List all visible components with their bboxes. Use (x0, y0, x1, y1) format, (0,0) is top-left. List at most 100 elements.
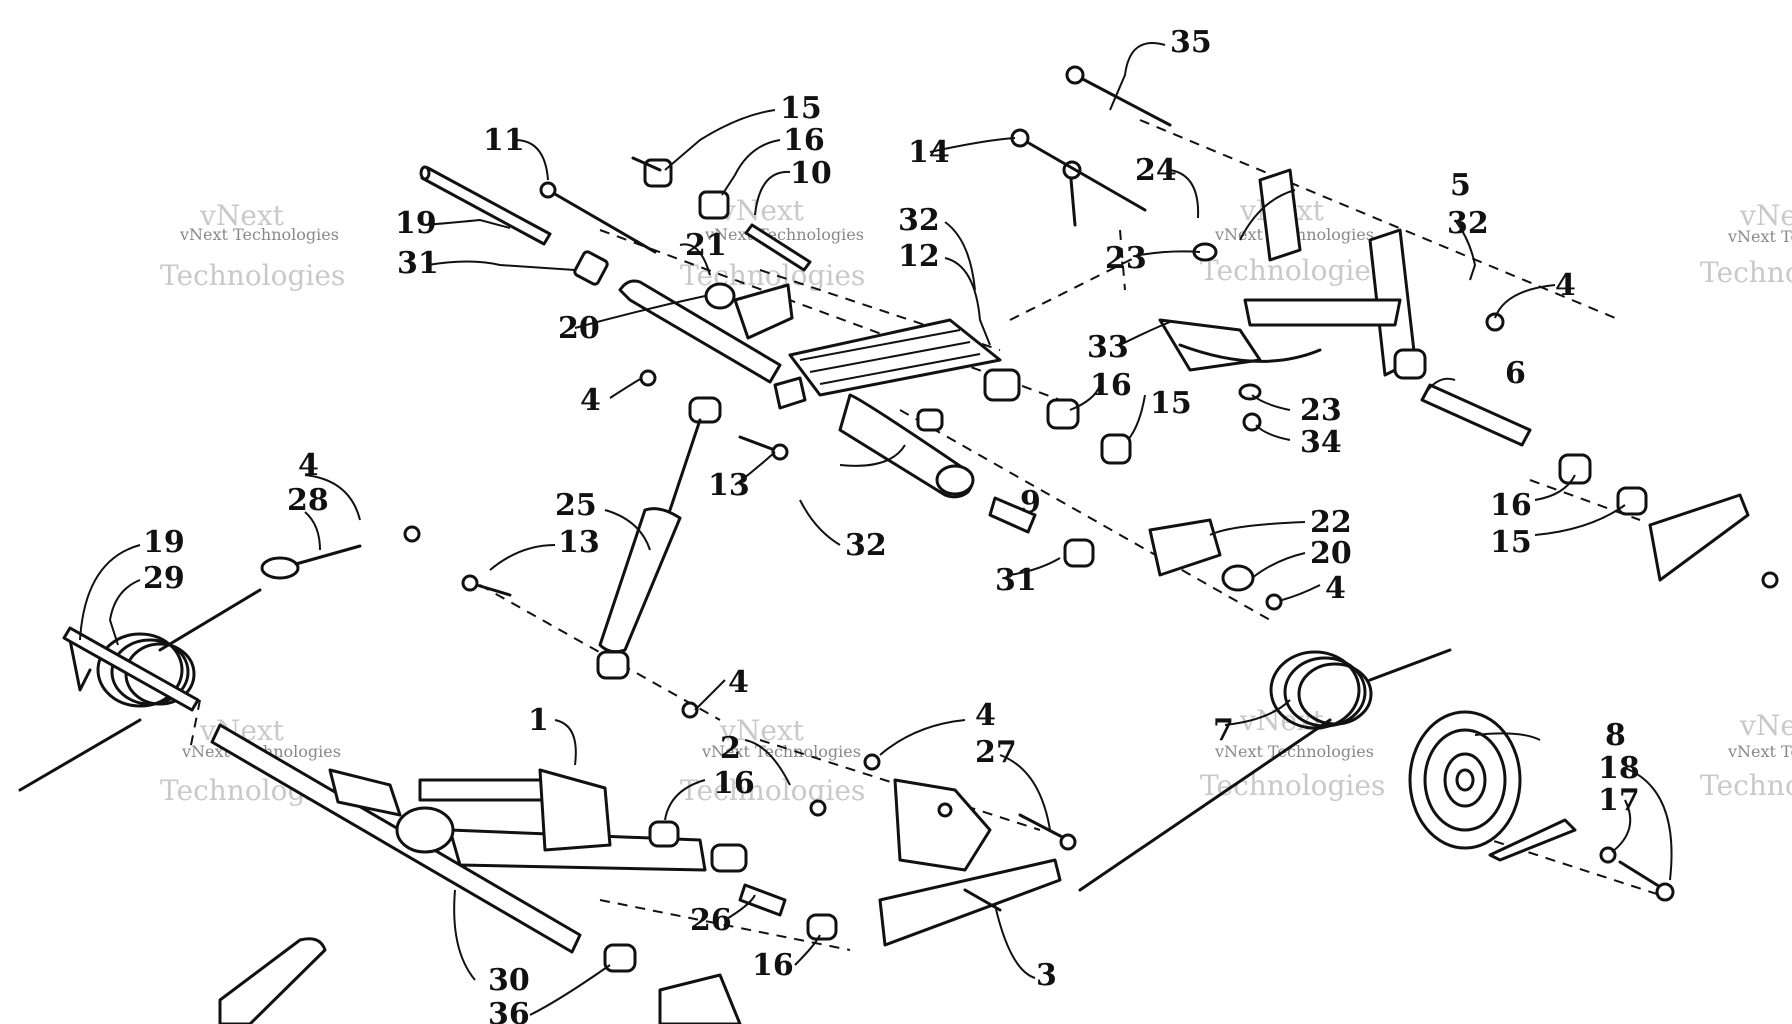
axis-line (189, 699, 201, 751)
callout-19: 19 (395, 206, 437, 241)
callout-15-right: 15 (1490, 525, 1532, 560)
spring-part-7 (1078, 648, 1452, 892)
washer-part-20 (1221, 564, 1255, 592)
watermark-word: Technologies (680, 259, 865, 292)
callout-31: 31 (397, 246, 439, 281)
callout-33: 33 (1087, 330, 1129, 365)
axis-line (1009, 254, 1141, 321)
plate-part-22 (1148, 518, 1222, 577)
watermark-company: vNext Technologies (1727, 742, 1792, 761)
rail-part-right (1648, 493, 1750, 582)
callout-12: 12 (898, 239, 940, 274)
callout-1: 1 (528, 703, 549, 738)
callout-4-right: 4 (1555, 268, 1576, 303)
callout-4-left: 4 (298, 448, 319, 483)
bolt-part-17 (1618, 860, 1667, 892)
bushing-part-16-lower (806, 913, 838, 941)
callout-7: 7 (1213, 713, 1234, 748)
front-arm-part-1 (210, 723, 707, 954)
rod-part-19 (419, 165, 552, 246)
callout-6: 6 (1505, 356, 1526, 391)
watermark-brand: vNext (1739, 709, 1792, 742)
callout-35: 35 (1170, 25, 1212, 60)
callout-22: 22 (1310, 505, 1352, 540)
watermark-word: Technologies (1700, 769, 1792, 802)
callout-4: 4 (580, 383, 601, 418)
callout-18: 18 (1598, 751, 1640, 786)
watermark-word: Technologies (1200, 769, 1385, 802)
watermark-brand: vNext (719, 194, 805, 227)
watermark-company: vNext Technologies (1214, 742, 1374, 761)
callout-27: 27 (975, 735, 1017, 770)
callout-21: 21 (685, 228, 727, 263)
rail-part-3 (878, 858, 1062, 947)
bushing-part-31-mid (1063, 538, 1095, 568)
callout-9: 9 (1020, 485, 1041, 520)
callout-29: 29 (143, 561, 185, 596)
bushing-part-31 (573, 250, 609, 286)
watermark-company: vNext Technologies (701, 742, 861, 761)
nut-part-4-left (403, 525, 421, 543)
callout-36: 36 (488, 997, 530, 1024)
callout-25: 25 (555, 488, 597, 523)
nut-part-4-bracket (863, 753, 881, 771)
nut-part-4-upper-right (1485, 312, 1505, 332)
callout-16-right: 16 (1490, 488, 1532, 523)
spacer-part-18 (1488, 818, 1577, 862)
callout-4-bracket: 4 (975, 698, 996, 733)
callout-4-shock: 4 (728, 665, 749, 700)
axis-line (759, 269, 1001, 351)
tube-part-26 (738, 883, 787, 917)
bolt-part-14 (1018, 136, 1147, 212)
callout-8: 8 (1605, 718, 1626, 753)
callout-17: 17 (1598, 783, 1640, 818)
watermark-word: Technologies (680, 774, 865, 807)
callout-10: 10 (790, 156, 832, 191)
tube-part-31-mid (988, 496, 1037, 534)
bolt-head-35 (1065, 65, 1085, 85)
bushing-part-15-right (1616, 486, 1648, 516)
callout-16-lower: 16 (752, 948, 794, 983)
callout-labels: 35 15 16 10 11 14 24 5 32 4 19 31 21 20 … (143, 25, 1640, 1024)
bushing-part-small (916, 408, 944, 432)
nut-part-4-front (809, 799, 827, 817)
bushing-part-36 (603, 943, 637, 973)
bushing-part-16-right (1558, 453, 1592, 485)
axis-line (599, 229, 1061, 401)
bracket-part-2 (893, 778, 992, 872)
tube-part-10 (744, 223, 812, 272)
callout-15: 15 (780, 91, 822, 126)
callout-20: 20 (558, 311, 600, 346)
watermark-word: Technologies (1700, 256, 1792, 289)
nut-part-4-far-right (1761, 571, 1779, 589)
callout-4-mid: 4 (1325, 571, 1346, 606)
bolt-head-17 (1655, 882, 1675, 902)
bolt-part-3 (963, 888, 1002, 912)
bolt-head-13-upper (771, 443, 789, 461)
nut-part-4 (639, 369, 657, 387)
wheel-part-8 (1408, 710, 1522, 850)
callout-16-mid: 16 (1090, 368, 1132, 403)
bolt-part-35 (1073, 73, 1172, 127)
callout-23-lower: 23 (1300, 393, 1342, 428)
watermark-company: vNext Technologies (1727, 227, 1792, 246)
callout-16-front: 16 (713, 766, 755, 801)
callout-32: 32 (898, 203, 940, 238)
link-part (218, 937, 327, 1024)
callout-32-lower: 32 (845, 528, 887, 563)
watermark-company: vNext Technologies (179, 225, 339, 244)
watermark-brand: vNext (1739, 199, 1792, 232)
bolt-part-27 (1018, 813, 1070, 842)
callout-24: 24 (1135, 153, 1177, 188)
eyebolt-part-28 (260, 544, 362, 580)
callout-14: 14 (908, 135, 950, 170)
callout-32-right: 32 (1447, 206, 1489, 241)
rear-arm-part-12 (618, 279, 1021, 499)
nut-part-4-shock (681, 701, 699, 719)
callout-5: 5 (1450, 168, 1471, 203)
washer-part-23-lower (1238, 383, 1262, 401)
callout-23: 23 (1105, 241, 1147, 276)
bushing-part-16-mid (1046, 398, 1080, 430)
bracket-part-lower (658, 973, 742, 1024)
callout-11: 11 (483, 123, 525, 158)
